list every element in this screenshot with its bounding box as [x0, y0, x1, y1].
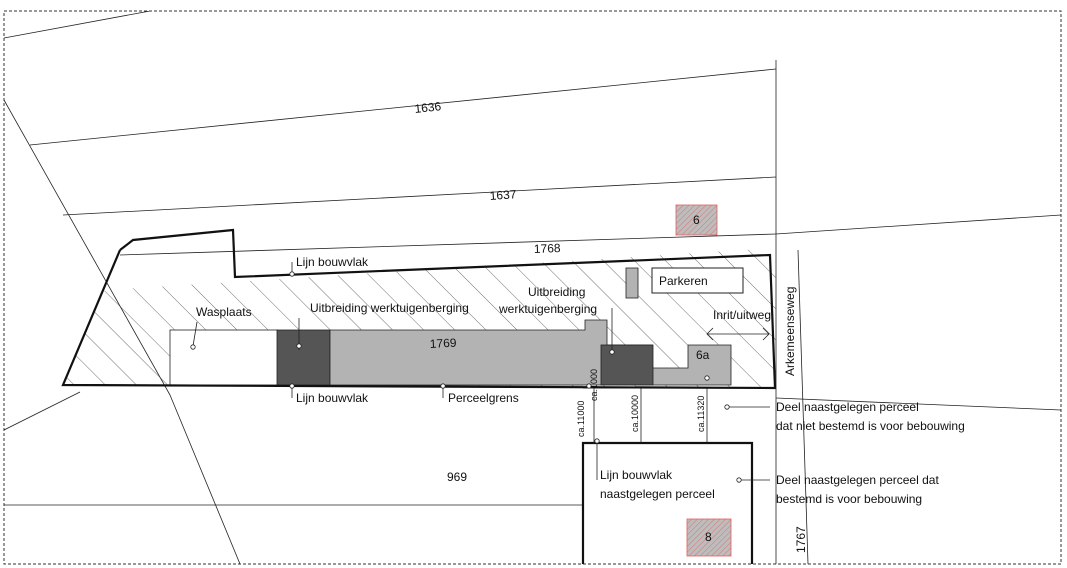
small-structure — [625, 267, 639, 299]
label-uitbreiding-right-1: Uitbreiding — [528, 285, 585, 299]
parcel-1768: 1768 — [534, 241, 561, 256]
parcel-1636: 1636 — [414, 99, 442, 116]
dimension-lines — [588, 385, 708, 443]
parcel-1767: 1767 — [794, 526, 808, 553]
label-parkeren: Parkeren — [659, 274, 708, 288]
inrit-arrow — [706, 327, 770, 341]
measure-1000: ca.1000 — [589, 369, 599, 401]
parcel-1769: 1769 — [429, 336, 457, 351]
label-wasplaats: Wasplaats — [196, 305, 252, 319]
label-neighbour-bouwvlak-2: naastgelegen perceel — [600, 487, 715, 501]
label-perceelgrens: Perceelgrens — [448, 391, 519, 405]
label-lijn-bouwvlak-top: Lijn bouwvlak — [296, 255, 369, 269]
house-8-number: 8 — [705, 530, 712, 544]
label-deel-niet-1: Deel naastgelegen perceel — [776, 400, 919, 414]
house-6a-number: 6a — [696, 348, 710, 362]
label-lijn-bouwvlak-bottom: Lijn bouwvlak — [296, 391, 369, 405]
neighbour-bouwvlak-line — [581, 441, 754, 564]
label-deel-wel-2: bestemd is voor bebouwing — [776, 492, 922, 506]
uitbreiding-dark-right — [600, 344, 654, 386]
street-name: Arkemeenseweg — [783, 287, 797, 376]
measure-10000: ca.10000 — [630, 395, 640, 432]
uitbreiding-dark-left — [276, 329, 331, 386]
house-6-number: 6 — [693, 213, 700, 227]
measure-11000: ca.11000 — [576, 401, 586, 437]
label-neighbour-bouwvlak-1: Lijn bouwvlak — [600, 468, 673, 482]
label-deel-niet-2: dat niet bestemd is voor bebouwing — [776, 419, 965, 433]
label-deel-wel-1: Deel naastgelegen perceel dat — [776, 473, 939, 487]
leader-dots — [190, 271, 742, 483]
parcel-1637: 1637 — [489, 187, 517, 203]
wasplaats-area — [169, 329, 279, 386]
house-8-hatch — [686, 518, 732, 557]
house-6-hatch — [675, 204, 718, 236]
measure-11320: ca.11320 — [696, 396, 706, 432]
label-uitbreiding-left: Uitbreiding werktuigenberging — [310, 301, 469, 315]
bouwvlak-line — [61, 228, 777, 390]
label-inrit: Inrit/uitweg — [713, 308, 771, 322]
label-uitbreiding-right-2: werktuigenberging — [498, 302, 597, 316]
leader-lines — [192, 262, 613, 480]
parkeren-box — [651, 267, 744, 294]
parcel-969: 969 — [447, 470, 467, 484]
